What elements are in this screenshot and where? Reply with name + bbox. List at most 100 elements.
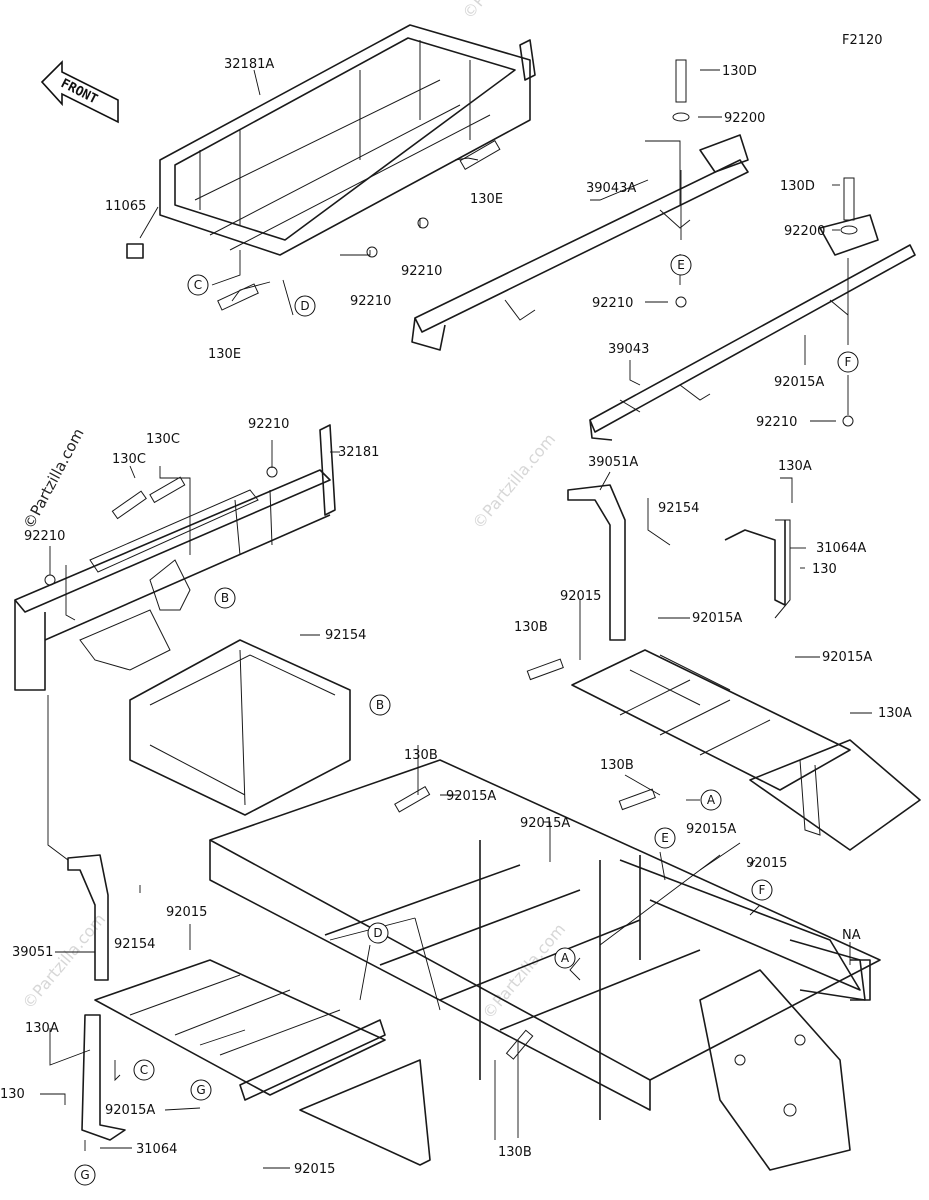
label-130E-left: 130E (208, 347, 241, 362)
label-11065: 11065 (105, 199, 146, 214)
callout-C-top: C (187, 274, 209, 296)
rail-39043-drawing (589, 214, 916, 441)
rear-rack-32181A-drawing (126, 24, 536, 259)
watermarks: ©Partzilla.com ©Partzilla.com ©Partzilla… (19, 0, 570, 1023)
svg-text:E: E (677, 258, 685, 272)
nut-92210-left-icon (44, 574, 56, 586)
label-39043A: 39043A (586, 181, 636, 196)
watermark-top: ©Partzilla.com (459, 0, 550, 23)
label-130B-bottom: 130B (498, 1145, 532, 1160)
callout-B-frame: B (369, 694, 391, 716)
svg-text:G: G (80, 1168, 89, 1182)
label-92200-right: 92200 (784, 224, 825, 239)
label-92015A-deck-a: 92015A (692, 611, 742, 626)
callout-G-bottom: G (190, 1079, 212, 1101)
label-92210-top-mid: 92210 (401, 264, 442, 279)
label-31064: 31064 (136, 1142, 177, 1157)
diagram-code: F2120 (842, 33, 883, 48)
label-92015-bottom: 92015 (294, 1162, 335, 1177)
watermark-dark: ©Partzilla.com (20, 425, 88, 531)
svg-text:B: B (221, 591, 229, 605)
callout-B-left: B (214, 587, 236, 609)
label-92210-top-low: 92210 (350, 294, 391, 309)
nut-92210-e-icon (675, 296, 687, 308)
label-39051: 39051 (12, 945, 53, 960)
svg-text:E: E (661, 831, 669, 845)
callout-D-top: D (294, 295, 316, 317)
label-130C-left: 130C (112, 452, 146, 467)
label-92015-lower: 92015 (166, 905, 207, 920)
label-32181A: 32181A (224, 57, 274, 72)
label-130D-top: 130D (722, 64, 757, 79)
label-92210-left: 92210 (24, 529, 65, 544)
bolt-130C-a-icon (111, 490, 147, 520)
label-130A-deck-top: 130A (778, 459, 812, 474)
callout-F-main: F (751, 879, 773, 901)
front-deck-39051-drawing (67, 854, 431, 1166)
washer-92200-right-icon (840, 225, 858, 235)
rear-deck-39051A-drawing (567, 484, 921, 851)
label-92154-deck: 92154 (658, 501, 699, 516)
bolt-130E-right-icon (459, 139, 501, 171)
label-130-deck: 130 (812, 562, 837, 577)
label-39051A: 39051A (588, 455, 638, 470)
svg-text:B: B (376, 698, 384, 712)
front-arrow-icon (40, 60, 119, 124)
label-92015-deck: 92015 (560, 589, 601, 604)
callout-F-top: F (837, 351, 859, 373)
nut-92210-mid-icon (417, 217, 429, 229)
label-92154-frame: 92154 (325, 628, 366, 643)
part-labels: 32181A 11065 130E 130E 92210 92210 130D … (0, 57, 912, 1177)
label-92015A-center: 92015A (520, 816, 570, 831)
label-92015A-frame: 92015A (446, 789, 496, 804)
label-92200-top: 92200 (724, 111, 765, 126)
bolt-130E-left-icon (217, 283, 259, 311)
label-130B-frame: 130B (404, 748, 438, 763)
bolt-130B-mid-icon (618, 788, 656, 811)
callout-C-bottom: C (133, 1059, 155, 1081)
label-92015A-lower: 92015A (105, 1103, 155, 1118)
front-rack-32181-drawing (14, 424, 336, 691)
label-31064A: 31064A (816, 541, 866, 556)
label-130-lower: 130 (0, 1087, 25, 1102)
label-92015A-rail: 92015A (774, 375, 824, 390)
front-arrow: FRONT (40, 60, 119, 124)
svg-text:F: F (845, 355, 852, 369)
svg-text:A: A (707, 793, 716, 807)
nut-92210-f-icon (842, 415, 854, 427)
label-130D-right: 130D (780, 179, 815, 194)
label-92210-rack: 92210 (248, 417, 289, 432)
bolt-130D-right-icon (843, 177, 855, 221)
label-130B-mid: 130B (600, 758, 634, 773)
svg-text:F: F (759, 883, 766, 897)
label-NA: NA (842, 928, 861, 943)
bolt-130C-b-icon (149, 476, 186, 504)
label-32181: 32181 (338, 445, 379, 460)
label-39043: 39043 (608, 342, 649, 357)
label-92015-right: 92015 (746, 856, 787, 871)
callout-G-foot: G (74, 1164, 96, 1186)
label-92154-lower: 92154 (114, 937, 155, 952)
callout-A-mid: A (700, 789, 722, 811)
nut-92210-low-icon (366, 246, 378, 258)
callouts: C D E F B B A E F D A C G G (74, 254, 859, 1186)
label-92015A-right: 92015A (686, 822, 736, 837)
bolt-130D-top-icon (675, 59, 687, 103)
bolt-130B-deck-icon (526, 658, 564, 681)
watermark-middle: ©Partzilla.com (469, 430, 560, 533)
rail-39043A-drawing (411, 134, 749, 351)
callout-A-main: A (554, 947, 576, 969)
svg-text:D: D (373, 926, 382, 940)
washer-92200-top-icon (672, 112, 690, 122)
bolt-130B-bottom-icon (505, 1029, 534, 1060)
svg-text:C: C (140, 1063, 148, 1077)
label-130A-lower: 130A (25, 1021, 59, 1036)
nut-92210-rack-icon (266, 466, 278, 478)
callout-E-top: E (670, 254, 692, 276)
svg-text:G: G (196, 1083, 205, 1097)
leader-lines (40, 69, 872, 1169)
label-92210-e: 92210 (592, 296, 633, 311)
label-130A-deck-right: 130A (878, 706, 912, 721)
callout-E-main: E (654, 827, 676, 849)
